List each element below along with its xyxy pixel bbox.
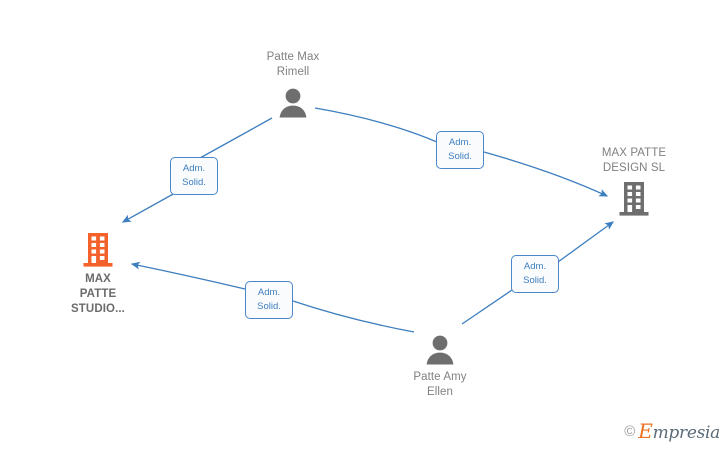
node-patte-max-rimell[interactable]: Patte Max Rimell (233, 50, 353, 119)
person-icon (380, 332, 500, 366)
edge-amy-to-studio[interactable] (130, 261, 415, 333)
edge-label-amy-to-studio[interactable]: Adm. Solid. (245, 281, 293, 319)
node-label-max-patte-design-sl: MAX PATTE DESIGN SL (601, 147, 667, 174)
node-patte-amy-ellen[interactable]: Patte Amy Ellen (380, 332, 500, 399)
node-label-max-patte-studio: MAX PATTE STUDIO... (71, 273, 125, 315)
edge-amy-to-design[interactable] (461, 221, 615, 325)
building-icon (574, 181, 694, 217)
node-label-patte-amy-ellen: Patte Amy Ellen (413, 371, 467, 398)
watermark-rest: mpresia (652, 423, 721, 443)
edge-label-rimell-to-design[interactable]: Adm. Solid. (436, 131, 484, 169)
node-label-patte-max-rimell: Patte Max Rimell (266, 51, 320, 78)
node-max-patte-design-sl[interactable]: MAX PATTE DESIGN SL (574, 146, 694, 217)
edge-label-amy-to-design[interactable]: Adm. Solid. (511, 255, 559, 293)
watermark-brand: Empresia (638, 421, 720, 442)
copyright-icon: © (624, 423, 636, 440)
node-max-patte-studio[interactable]: MAX PATTE STUDIO... (38, 232, 158, 317)
edge-label-rimell-to-studio[interactable]: Adm. Solid. (170, 157, 218, 195)
edge-rimell-to-design[interactable] (314, 107, 609, 197)
person-icon (233, 85, 353, 119)
empresia-watermark: © Empresia (624, 421, 720, 442)
building-icon-highlighted (38, 232, 158, 268)
watermark-initial: E (638, 419, 653, 443)
